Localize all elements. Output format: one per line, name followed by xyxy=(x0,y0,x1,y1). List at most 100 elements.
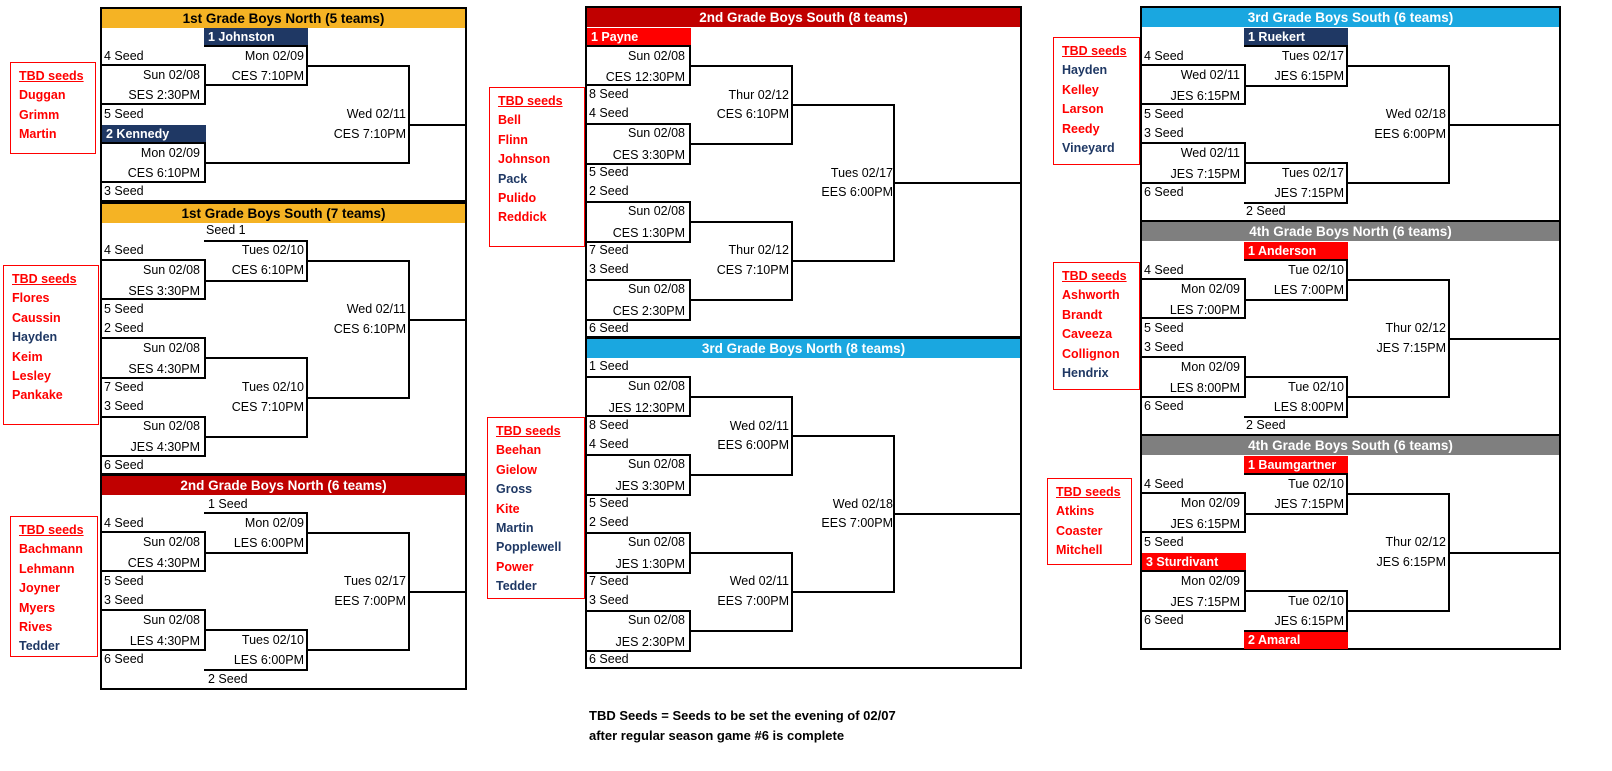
bracket-line xyxy=(204,45,308,47)
seed-label: 4 Seed xyxy=(1144,263,1184,277)
bracket-line xyxy=(102,337,206,339)
bracket-title: 3rd Grade Boys North (8 teams) xyxy=(587,339,1020,358)
bracket-line xyxy=(1244,64,1246,105)
game-site: LES 8:00PM xyxy=(1169,381,1240,395)
bracket-line xyxy=(204,240,308,242)
bracket-title: 4th Grade Boys South (6 teams) xyxy=(1142,436,1559,455)
bracket-line xyxy=(306,65,410,67)
bracket-line xyxy=(102,298,206,300)
tbd-heading: TBD seeds xyxy=(498,94,563,108)
game-site: JES 4:30PM xyxy=(130,440,200,454)
tbd-name: Flores xyxy=(12,291,50,306)
tbd-name: Martin xyxy=(19,127,57,142)
bracket-line xyxy=(1346,493,1450,495)
bracket-line xyxy=(791,435,895,437)
tbd-name: Coaster xyxy=(1056,523,1103,538)
game-site: EES 6:00PM xyxy=(717,438,789,452)
seed-label: 1 Seed xyxy=(589,359,629,373)
bracket-line xyxy=(306,649,410,651)
seed-label: 1 Anderson xyxy=(1244,242,1348,260)
game-day: Mon 02/09 xyxy=(1180,282,1240,296)
game-day: Tues 02/10 xyxy=(241,243,304,257)
game-day: Tues 02/17 xyxy=(1281,166,1344,180)
tbd-heading: TBD seeds xyxy=(496,424,561,438)
bracket-title: 1st Grade Boys South (7 teams) xyxy=(102,204,465,223)
game-site: LES 7:00PM xyxy=(1273,283,1344,297)
game-site: JES 6:15PM xyxy=(1170,517,1240,531)
bracket-line xyxy=(689,299,793,301)
seed-label: 4 Seed xyxy=(1144,477,1184,491)
tbd-name: Tedder xyxy=(19,639,60,654)
seed-label: 2 Seed xyxy=(589,515,629,529)
game-day: Sun 02/08 xyxy=(628,49,685,63)
tbd-heading: TBD seeds xyxy=(19,69,84,83)
footnote-line-1: TBD Seeds = Seeds to be set the evening … xyxy=(589,708,896,723)
seed-label: 1 Johnston xyxy=(204,28,308,46)
game-day: Mon 02/09 xyxy=(140,146,200,160)
game-day: Mon 02/09 xyxy=(244,516,304,530)
game-site: JES 7:15PM xyxy=(1274,497,1344,511)
tbd-name: Atkins xyxy=(1056,504,1095,519)
bracket-line xyxy=(102,377,206,379)
bracket-line xyxy=(689,221,793,223)
tbd-name: Duggan xyxy=(19,88,66,103)
game-site: JES 7:15PM xyxy=(1170,167,1240,181)
game-site: CES 4:30PM xyxy=(127,556,200,570)
tbd-seeds-box: TBD seeds Bell Flinn Johnson Pack Pulido… xyxy=(489,87,585,247)
bracket-line xyxy=(408,260,410,399)
bracket-line xyxy=(587,650,691,652)
tbd-seeds-box: TBD seeds Hayden Kelley Larson Reedy Vin… xyxy=(1053,37,1140,165)
seed-label: 2 Seed xyxy=(1246,204,1286,218)
tbd-seeds-box: TBD seeds Bachmann Lehmann Joyner Myers … xyxy=(10,516,98,657)
tbd-name: Caveeza xyxy=(1062,327,1113,342)
seed-label: 3 Seed xyxy=(104,399,144,413)
bracket-line xyxy=(102,570,206,572)
bracket-line xyxy=(587,123,691,125)
bracket-1st-grade-boys-north: 1st Grade Boys North (5 teams) 1 Johnsto… xyxy=(100,7,467,202)
seed-label: 3 Seed xyxy=(104,593,144,607)
bracket-line xyxy=(587,45,691,47)
seed-label: 1 Seed xyxy=(208,497,248,511)
game-site: CES 1:30PM xyxy=(612,226,685,240)
seed-label: 6 Seed xyxy=(104,458,144,472)
bracket-line xyxy=(1244,259,1348,261)
bracket-line xyxy=(893,513,1022,515)
game-site: JES 7:15PM xyxy=(1170,595,1240,609)
seed-label: 1 Ruekert xyxy=(1244,28,1348,46)
bracket-line xyxy=(1244,513,1348,515)
bracket-line xyxy=(204,162,410,164)
game-site: CES 6:10PM xyxy=(716,107,789,121)
game-day: Thur 02/12 xyxy=(1385,321,1446,335)
game-day: Sun 02/08 xyxy=(628,613,685,627)
bracket-line xyxy=(204,669,308,671)
tbd-name: Keim xyxy=(12,349,43,364)
tbd-name: Martin xyxy=(496,521,534,536)
bracket-line xyxy=(102,64,206,66)
bracket-line xyxy=(408,124,467,126)
bracket-line xyxy=(689,396,793,398)
game-site: CES 7:10PM xyxy=(716,263,789,277)
bracket-line xyxy=(204,436,308,438)
bracket-line xyxy=(1244,202,1348,204)
bracket-title: 4th Grade Boys North (6 teams) xyxy=(1142,222,1559,241)
seed-label: 4 Seed xyxy=(589,437,629,451)
bracket-line xyxy=(587,84,691,86)
bracket-line xyxy=(1142,103,1246,105)
tbd-name: Caussin xyxy=(12,310,61,325)
seed-label: 4 Seed xyxy=(104,49,144,63)
game-site: CES 7:10PM xyxy=(231,400,304,414)
seed-label: 2 Seed xyxy=(208,672,248,686)
game-day: Sun 02/08 xyxy=(143,263,200,277)
game-day: Sun 02/08 xyxy=(628,204,685,218)
game-site: CES 12:30PM xyxy=(605,70,685,84)
game-site: JES 7:15PM xyxy=(1376,341,1446,355)
game-site: JES 12:30PM xyxy=(608,401,685,415)
bracket-line xyxy=(1142,278,1246,280)
game-day: Tues 02/17 xyxy=(830,166,893,180)
bracket-line xyxy=(587,279,691,281)
bracket-line xyxy=(791,591,895,593)
bracket-line xyxy=(689,143,793,145)
seed-label: 3 Seed xyxy=(1144,126,1184,140)
bracket-line xyxy=(204,512,308,514)
seed-label: Seed 1 xyxy=(206,223,246,237)
